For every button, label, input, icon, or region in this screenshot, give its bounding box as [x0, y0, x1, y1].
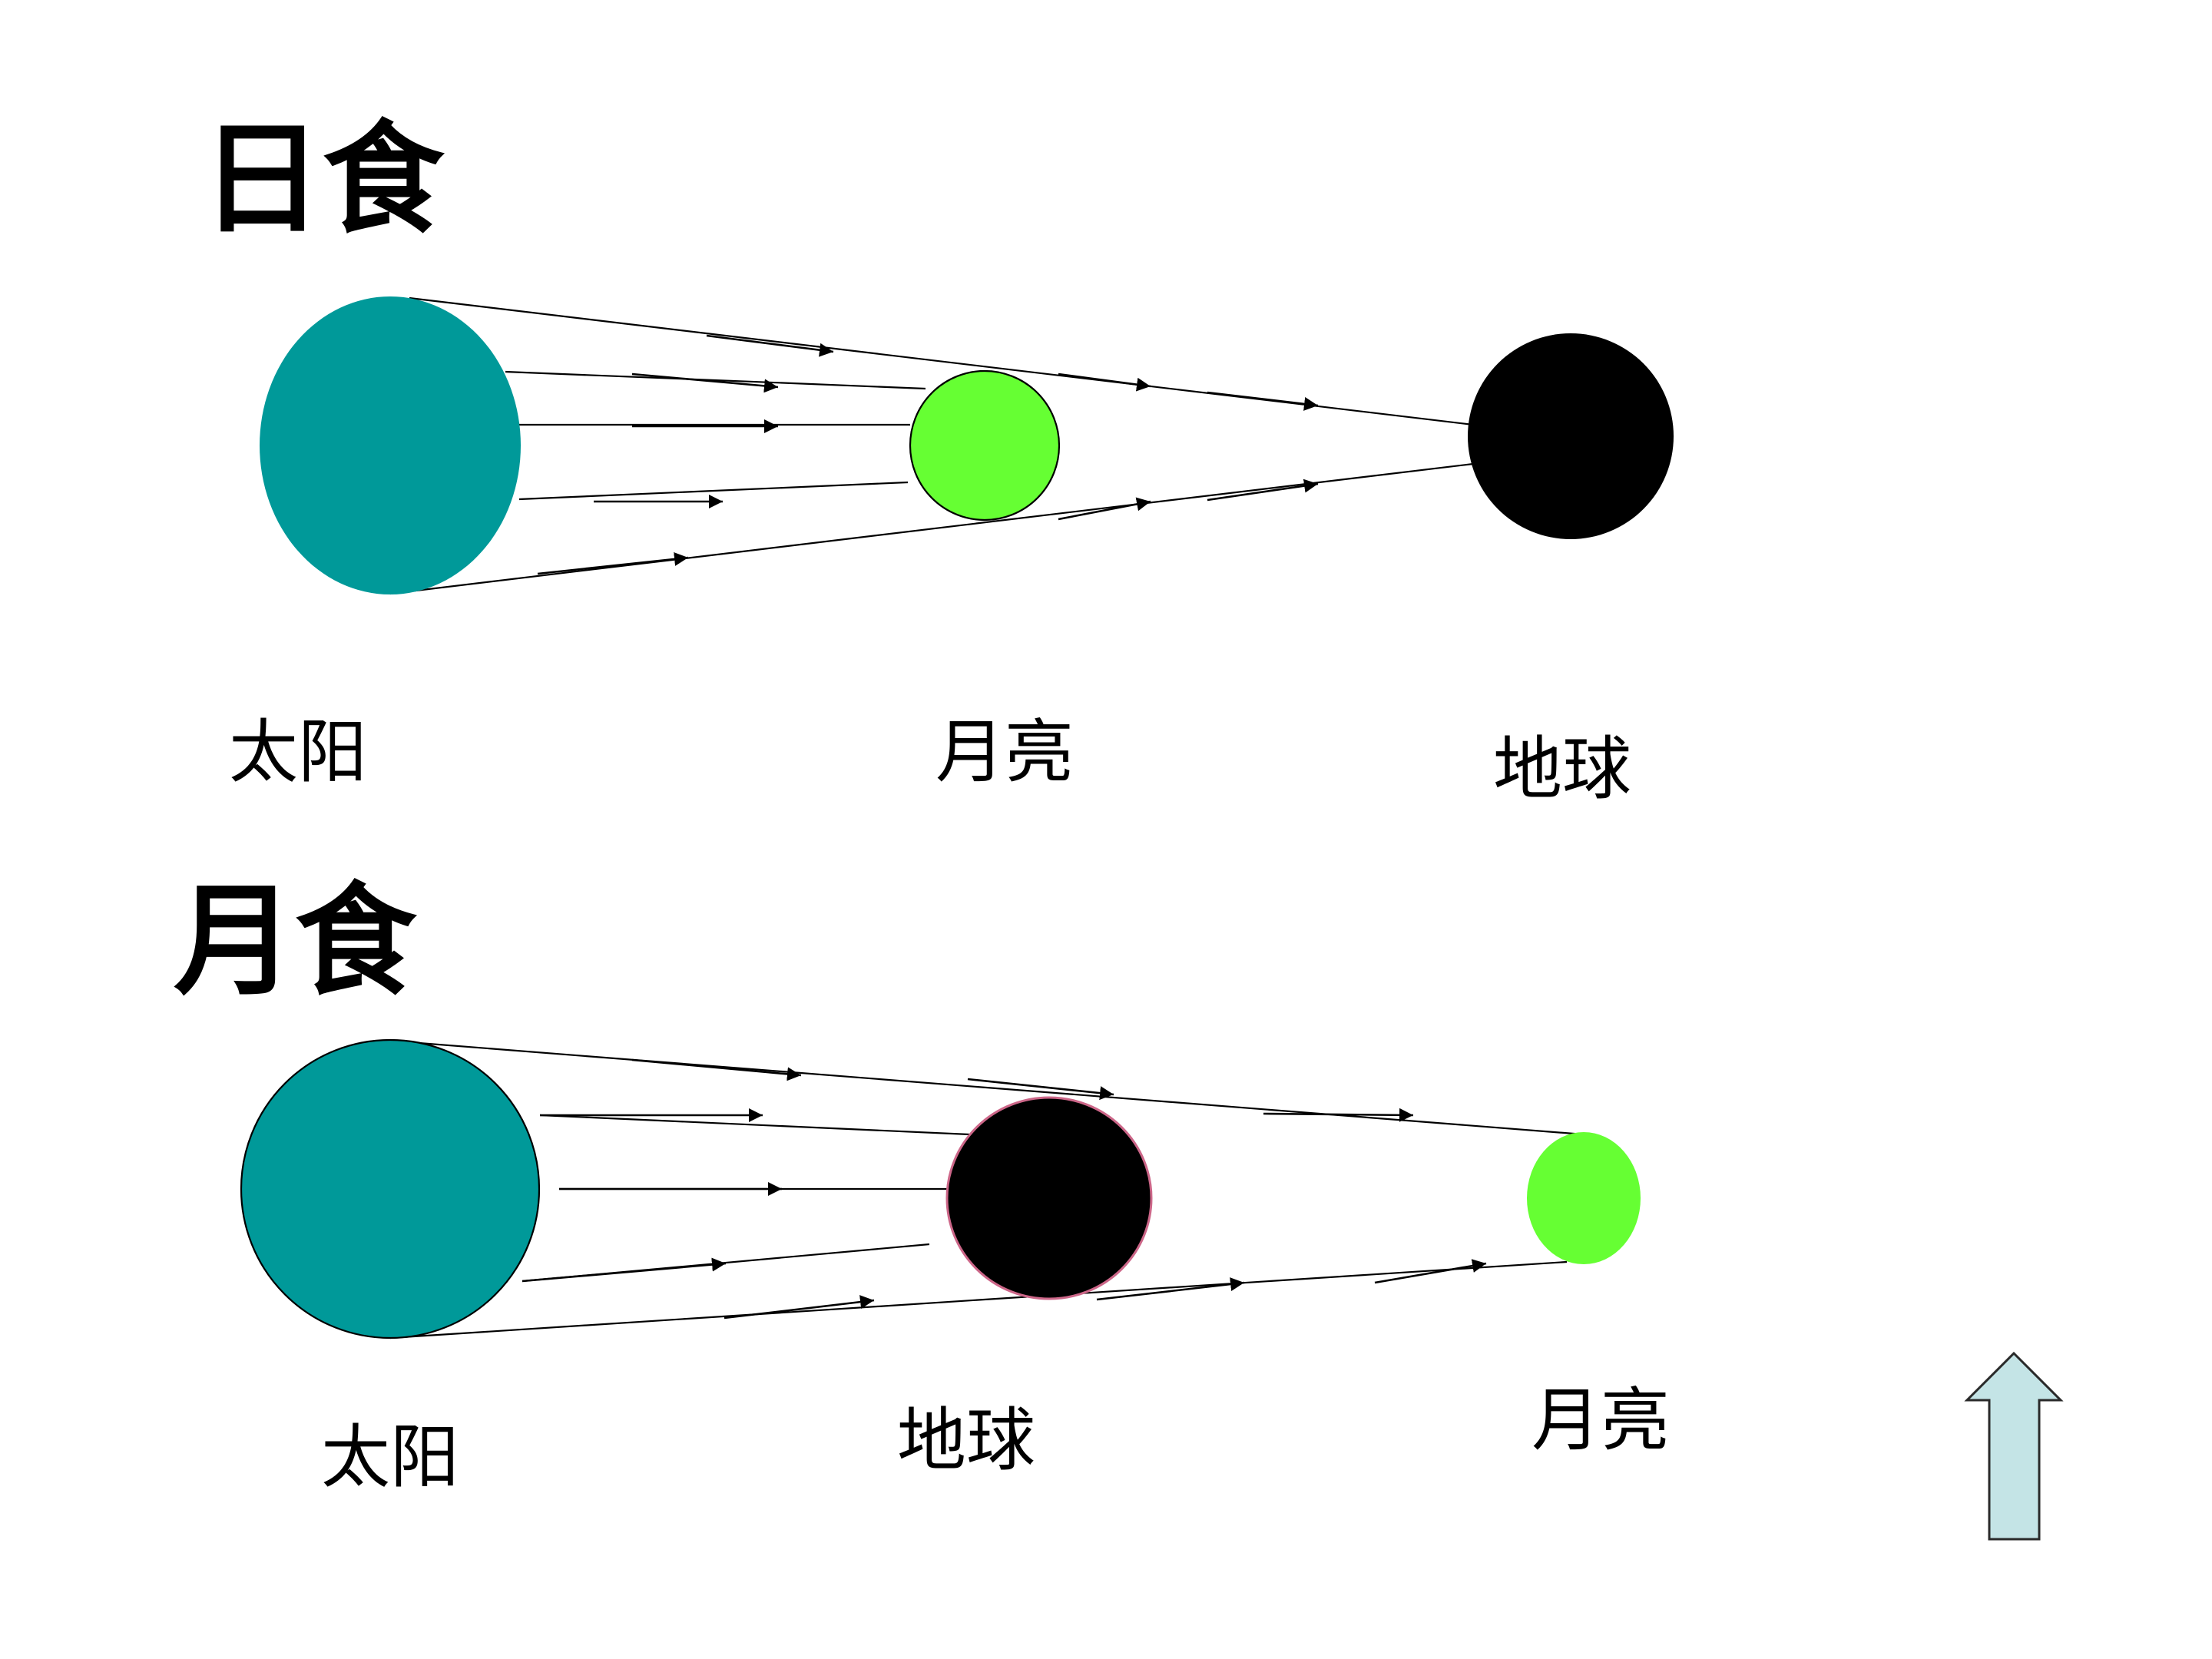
up-arrow-icon[interactable]: [1964, 1351, 2064, 1541]
solar-eclipse-title: 日食: [201, 108, 445, 250]
ray-arrow: [522, 1257, 727, 1283]
ray-upper-inner: [539, 1114, 970, 1136]
earth: [1468, 333, 1674, 539]
ray-arrow: [631, 1058, 802, 1081]
ray-upper-inner: [505, 370, 926, 390]
sun-label: 太阳: [321, 1417, 459, 1498]
lunar-eclipse-title: 月食: [174, 870, 418, 1012]
moon-label: 月亮: [935, 712, 1074, 793]
ray-arrow: [537, 551, 689, 575]
ray-lower-outer: [389, 462, 1474, 595]
sun-label: 太阳: [229, 712, 367, 793]
moon: [909, 369, 1061, 522]
ray-arrow: [724, 1295, 875, 1320]
ray-arrow: [1263, 1108, 1414, 1122]
ray-lower-inner: [518, 481, 909, 501]
ray-lower-outer: [389, 1260, 1568, 1339]
ray-arrow: [1207, 391, 1319, 411]
ray-arrow: [1207, 478, 1319, 502]
earth-label: 地球: [1493, 729, 1631, 810]
moon: [1527, 1132, 1641, 1264]
ray-arrow: [631, 373, 779, 393]
sun: [240, 1038, 541, 1339]
solar-ray-arrows: [537, 334, 1319, 575]
lunar-eclipse-diagram: 月食 太阳 地球 月亮: [174, 870, 1670, 1498]
ray-arrow: [1374, 1259, 1487, 1284]
ray-arrow: [1058, 497, 1151, 521]
ray-arrow: [967, 1078, 1114, 1101]
ray-arrow: [1096, 1277, 1245, 1301]
moon-label: 月亮: [1532, 1380, 1670, 1461]
earth: [945, 1096, 1153, 1300]
sun: [260, 296, 521, 594]
ray-arrow: [1058, 373, 1151, 392]
solar-eclipse-diagram: 日食 太阳 月亮 地球: [201, 108, 1674, 810]
earth-label: 地球: [897, 1400, 1035, 1481]
ray-upper-outer: [409, 1041, 1584, 1136]
lunar-ray-arrows: [522, 1058, 1487, 1320]
ray-arrow: [706, 334, 834, 357]
